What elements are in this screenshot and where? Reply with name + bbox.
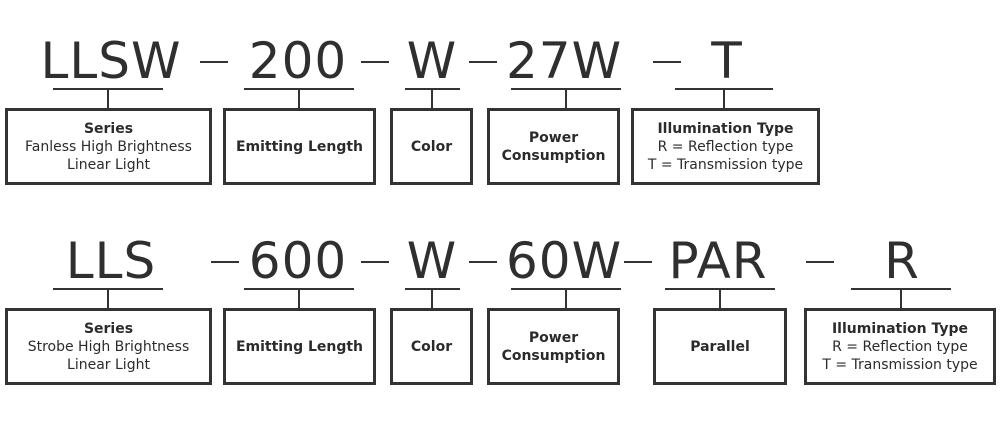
row1-box-illumination-line-2: T = Transmission type: [647, 156, 804, 173]
row1-connector-length: [298, 89, 300, 108]
row2-connector-power: [565, 289, 567, 308]
row2-box-color-title: Color: [410, 338, 453, 355]
row2-dash-5: [806, 261, 834, 263]
row1-box-length-title: Emitting Length: [235, 138, 364, 155]
row1-box-length: Emitting Length: [223, 108, 376, 185]
row2-dash-1: [211, 261, 239, 263]
row1-box-color: Color: [390, 108, 473, 185]
row1-box-series-title: Series: [83, 120, 134, 137]
row2-box-power-title: Power Consumption: [501, 329, 606, 364]
row1-box-power-title: Power Consumption: [501, 129, 606, 164]
row2-code-series: LLS: [65, 232, 157, 290]
row1-box-illumination-title: Illumination Type: [657, 120, 794, 137]
row1-dash-3: [469, 61, 497, 63]
row1-code-power: 27W: [505, 32, 623, 90]
row1-box-series-line-1: Fanless High Brightness: [25, 138, 192, 155]
row2-connector-series: [107, 289, 109, 308]
row2-code-color: W: [406, 232, 458, 290]
row2-connector-color: [431, 289, 433, 308]
row2-box-series: Series Strobe High Brightness Linear Lig…: [5, 308, 212, 385]
row1-connector-illumination: [723, 89, 725, 108]
row2-code-power: 60W: [505, 232, 623, 290]
row1-connector-series: [107, 89, 109, 108]
row2-connector-parallel: [719, 289, 721, 308]
row2-box-illumination-title: Illumination Type: [831, 320, 969, 337]
row2-box-length-title: Emitting Length: [235, 338, 364, 355]
row1-code-color: W: [406, 32, 458, 90]
row2-connector-length: [298, 289, 300, 308]
row2-box-parallel: Parallel: [653, 308, 787, 385]
row1-box-power: Power Consumption: [487, 108, 620, 185]
row2-box-length: Emitting Length: [223, 308, 376, 385]
row2-code-parallel: PAR: [668, 232, 768, 290]
row2-connector-illumination: [900, 289, 902, 308]
row2-box-illumination-line-2: T = Transmission type: [822, 356, 978, 373]
row1-code-length: 200: [248, 32, 348, 90]
row2-box-series-line-1: Strobe High Brightness: [27, 338, 190, 355]
row1-code-illumination: T: [711, 32, 743, 90]
row1-code-series: LLSW: [40, 32, 182, 90]
row1-connector-power: [565, 89, 567, 108]
row2-dash-3: [469, 261, 497, 263]
row2-box-parallel-title: Parallel: [690, 338, 750, 355]
row2-dash-4: [624, 261, 652, 263]
row2-box-series-title: Series: [83, 320, 134, 337]
row1-connector-color: [431, 89, 433, 108]
row1-box-illumination: Illumination Type R = Reflection type T …: [631, 108, 820, 185]
row2-code-length: 600: [248, 232, 348, 290]
row2-box-color: Color: [390, 308, 473, 385]
row2-dash-2: [361, 261, 389, 263]
row1-box-illumination-line-1: R = Reflection type: [657, 138, 794, 155]
row2-code-illumination: R: [884, 232, 920, 290]
row1-dash-2: [361, 61, 389, 63]
row1-box-color-title: Color: [410, 138, 453, 155]
row2-box-illumination-line-1: R = Reflection type: [832, 338, 968, 355]
row2-box-power: Power Consumption: [487, 308, 620, 385]
row1-dash-1: [200, 61, 228, 63]
row2-box-series-line-2: Linear Light: [67, 356, 150, 373]
row1-box-series: Series Fanless High Brightness Linear Li…: [5, 108, 212, 185]
row1-dash-4: [653, 61, 681, 63]
row2-box-illumination: Illumination Type R = Reflection type T …: [804, 308, 996, 385]
row1-box-series-line-2: Linear Light: [67, 156, 150, 173]
